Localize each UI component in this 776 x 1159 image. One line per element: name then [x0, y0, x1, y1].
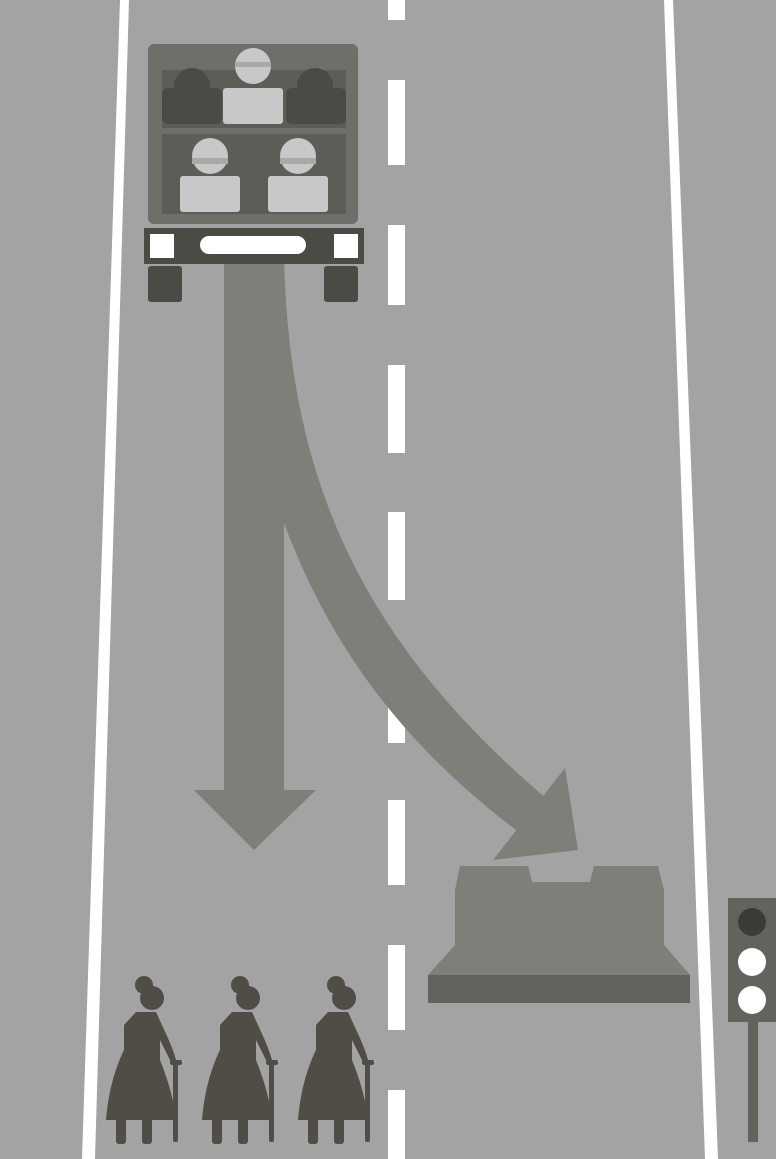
wheel-left — [148, 266, 182, 302]
headlight-right — [334, 234, 358, 258]
concrete-barrier-icon — [428, 866, 690, 1003]
headlight-left — [150, 234, 174, 258]
wheel-right — [324, 266, 358, 302]
lamp-top-off — [738, 908, 766, 936]
traffic-light-pole — [748, 1018, 758, 1142]
lamp-middle-lit — [738, 948, 766, 976]
car-with-passengers-icon — [144, 44, 364, 302]
elderly-pedestrians — [106, 976, 374, 1144]
license-plate — [200, 236, 306, 254]
lamp-bottom-lit — [738, 986, 766, 1014]
